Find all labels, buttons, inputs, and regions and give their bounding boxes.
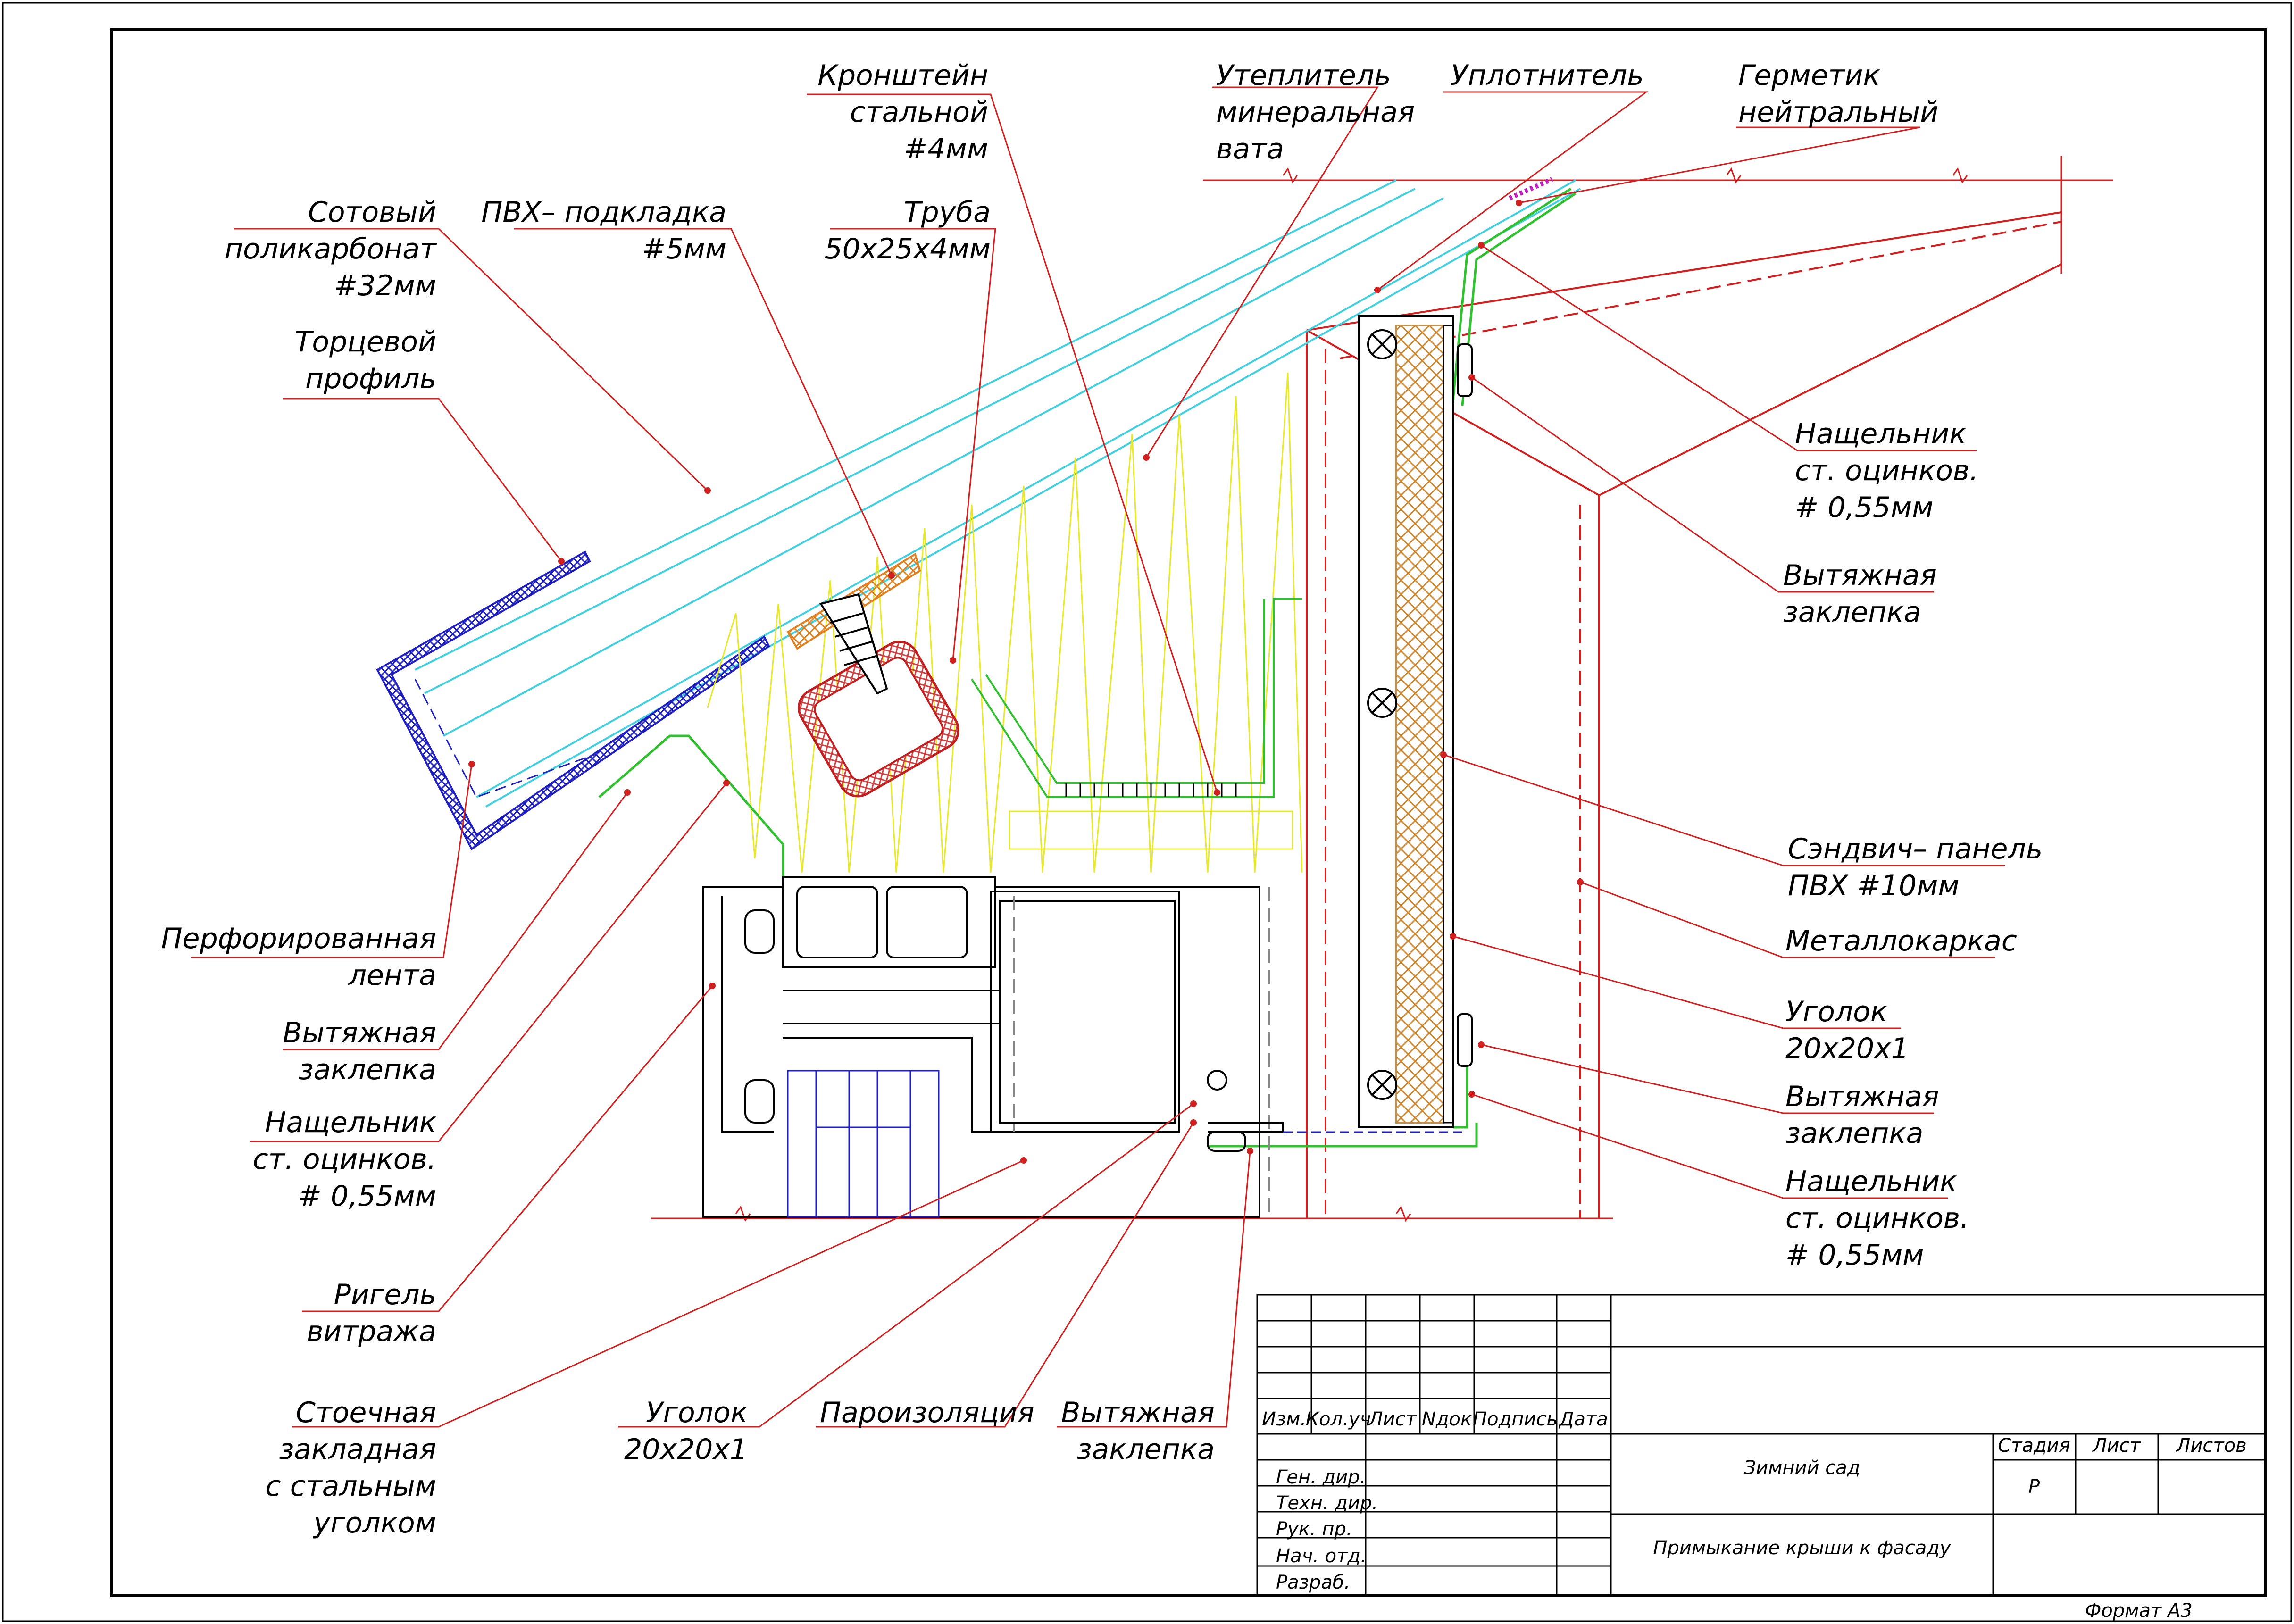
sealant [1508,177,1553,200]
tb-header-kol: Кол.уч [1306,1408,1371,1430]
end-profile [376,550,770,850]
tb-role-nach: Нач. отд. [1276,1545,1367,1567]
tb-header-ndok: Nдок [1422,1408,1472,1430]
steel-bracket [971,598,1302,798]
tb-stage-value: Р [2028,1476,2040,1498]
format-label: Формат А3 [2085,1600,2193,1622]
tb-sheets-header: Листов [2175,1435,2246,1457]
polycarbonate-sheet [415,179,1581,808]
tb-role-razrab: Разраб. [1276,1572,1350,1593]
tb-role-ruk: Рук. пр. [1276,1518,1352,1540]
title-block: Изм. Кол.уч Лист Nдок Подпись Дата Ген. … [1256,1294,2266,1596]
tb-stage-header: Стадия [1998,1435,2070,1457]
detail-drawing [376,156,2113,1222]
sandwich-panel [1358,315,1454,1128]
tb-role-tech: Техн. дир. [1276,1492,1378,1514]
steel-pipe [797,641,960,798]
label-uplotnitel: Уплотнитель [1451,59,1644,92]
screw [819,593,888,695]
label-paroizolyaciya: Пароизоляция [820,1396,1034,1429]
mineral-wool [707,372,1303,873]
tb-sheet-header: Лист [2092,1435,2141,1457]
label-pvh-podkladka: ПВХ– подкладка#5мм [481,196,726,266]
tb-role-gen: Ген. дир. [1276,1466,1366,1488]
tb-header-podpis: Подпись [1473,1408,1558,1430]
tb-header-list: Лист [1368,1408,1417,1430]
tb-sheet-title: Примыкание крыши к фасаду [1653,1537,1952,1559]
tb-project: Зимний сад [1744,1457,1860,1479]
label-metallokarkas: Металлокаркас [1785,924,2017,958]
panel-rivets [1367,329,1473,1100]
mullion-profile [702,876,1284,1218]
inner-frame [110,28,2267,1597]
tb-header-data: Дата [1558,1408,1608,1430]
break-lines [651,156,2113,1222]
tb-header-izm: Изм. [1262,1408,1306,1430]
glass-unit [787,1070,940,1218]
